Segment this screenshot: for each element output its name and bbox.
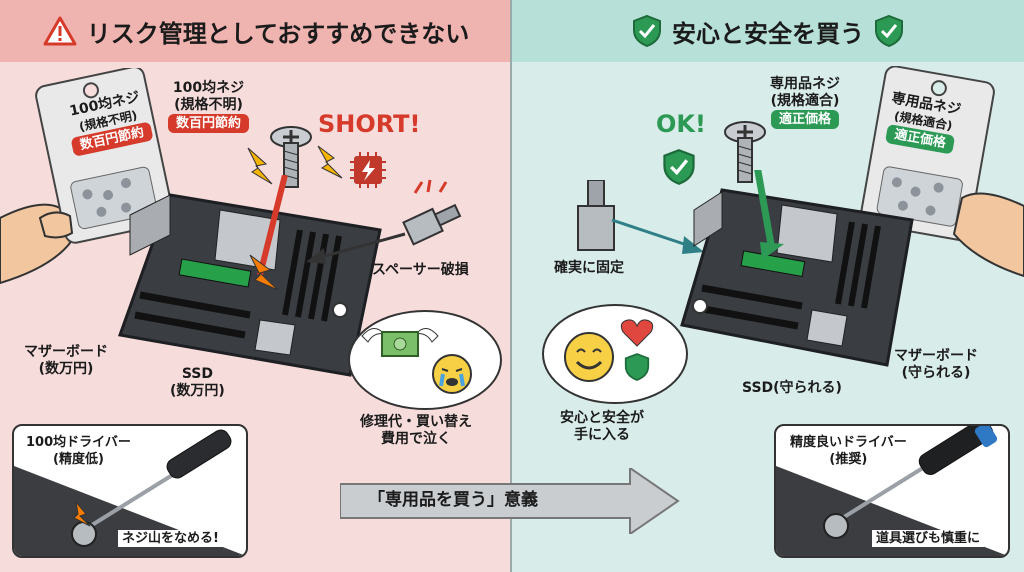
right-title: 安心と安全を買う bbox=[672, 19, 864, 48]
inset-cheap-screwdriver: 100均ドライバー (精度低) ネジ山をなめる! bbox=[12, 424, 248, 558]
shield-check-icon bbox=[875, 14, 903, 48]
spacer-icon bbox=[402, 203, 462, 246]
chip-icon bbox=[350, 152, 386, 188]
ok-text: OK! bbox=[656, 110, 706, 138]
thought-dot bbox=[332, 302, 348, 318]
left-title: リスク管理としておすすめできない bbox=[86, 19, 470, 48]
warning-icon bbox=[43, 16, 77, 46]
center-divider bbox=[510, 0, 513, 572]
thought-dot bbox=[692, 298, 708, 314]
screw-icon bbox=[724, 121, 766, 183]
inset-cheap-caption: ネジ山をなめる! bbox=[118, 530, 223, 547]
shield-check-icon bbox=[624, 353, 650, 381]
shield-check-icon bbox=[633, 14, 661, 48]
motherboard-protected bbox=[680, 170, 914, 367]
motherboard-label-left: マザーボード (数万円) bbox=[24, 344, 108, 377]
crying-face-icon bbox=[432, 354, 472, 394]
left-panel-risk: リスク管理としておすすめできない 100均ネジ (規格不明) 数百円節約 100… bbox=[0, 0, 512, 572]
fixed-label: 確実に固定 bbox=[554, 260, 624, 276]
ssd-label-left: SSD (数万円) bbox=[170, 366, 225, 399]
ssd-label-right: SSD(守られる) bbox=[742, 380, 842, 396]
peace-label: 安心と安全が 手に入る bbox=[560, 410, 644, 443]
fixing-arrow bbox=[611, 218, 704, 254]
spacer-icon bbox=[577, 180, 615, 251]
center-arrow-text: 「専用品を買う」意義 bbox=[368, 490, 538, 510]
arrow-right-icon bbox=[340, 468, 680, 534]
smile-face-icon bbox=[564, 332, 614, 382]
right-panel-safe: 安心と安全を買う 専用品ネジ (規格適合) 適正価格 専用品ネジ (規格適合) … bbox=[512, 0, 1024, 572]
short-text: SHORT! bbox=[318, 110, 421, 138]
inset-quality-screwdriver: 精度良いドライバー (推奨) 道具選びも慎重に bbox=[774, 424, 1010, 558]
shield-check-icon bbox=[663, 149, 695, 185]
right-banner: 安心と安全を買う bbox=[512, 0, 1024, 62]
spark-icon bbox=[247, 145, 343, 185]
left-banner: リスク管理としておすすめできない bbox=[0, 0, 512, 62]
center-arrow: 「専用品を買う」意義 bbox=[340, 468, 680, 534]
proper-screw-label: 専用品ネジ (規格適合) 適正価格 bbox=[770, 76, 840, 129]
repair-cost-label: 修理代・買い替え 費用で泣く bbox=[360, 414, 472, 447]
spacer-label: スペーサー破損 bbox=[372, 262, 469, 278]
thought-bubble-money bbox=[348, 310, 502, 410]
inset-quality-caption: 道具選びも慎重に bbox=[872, 530, 985, 547]
inset-quality-title: 精度良いドライバー (推奨) bbox=[790, 435, 907, 467]
hand-with-screw-package bbox=[859, 66, 1024, 278]
inset-cheap-title: 100均ドライバー (精度低) bbox=[26, 435, 131, 467]
money-wings-icon bbox=[361, 328, 439, 357]
heart-icon bbox=[620, 319, 654, 347]
motherboard-label-right: マザーボード (守られる) bbox=[894, 348, 978, 381]
cheap-screw-label: 100均ネジ (規格不明) 数百円節約 bbox=[168, 80, 250, 133]
damage-arrow bbox=[306, 232, 406, 264]
impact-lines bbox=[413, 179, 448, 194]
motherboard-damaged bbox=[117, 175, 382, 377]
